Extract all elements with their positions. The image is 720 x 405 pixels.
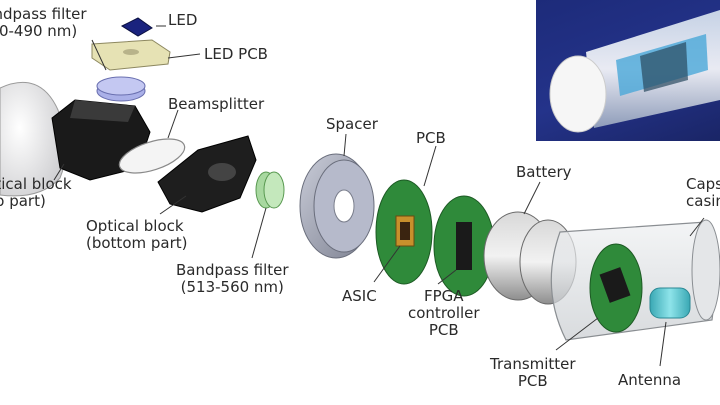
label-capsule-casing: Capsule casing <box>686 175 720 210</box>
leader-lines <box>53 25 705 367</box>
label-beamsplitter: Beamsplitter <box>168 95 265 113</box>
label-bandpass-filter-green: Bandpass filter (513-560 nm) <box>176 261 289 296</box>
label-fpga-controller-pcb: FPGA controller PCB <box>408 287 480 339</box>
label-led: LED <box>168 11 198 29</box>
label-pcb: PCB <box>416 129 446 147</box>
antenna <box>649 287 691 319</box>
label-bandpass-filter-blue: Bandpass filter (430-490 nm) <box>0 5 87 40</box>
label-battery: Battery <box>516 163 572 181</box>
label-optical-block-bottom: Optical block (bottom part) <box>86 217 188 252</box>
label-led-pcb: LED PCB <box>204 45 268 63</box>
label-spacer: Spacer <box>326 115 378 133</box>
label-transmitter-pcb: Transmitter PCB <box>490 355 576 390</box>
led <box>120 17 153 37</box>
label-optical-block-top: Optical block (top part) <box>0 175 72 210</box>
label-asic: ASIC <box>342 287 377 305</box>
capsule-photo-drawing <box>549 10 720 133</box>
capsule-photo <box>536 0 720 141</box>
beamsplitter <box>118 138 186 174</box>
optical-block-bottom <box>157 135 257 213</box>
label-antenna: Antenna <box>618 371 682 389</box>
